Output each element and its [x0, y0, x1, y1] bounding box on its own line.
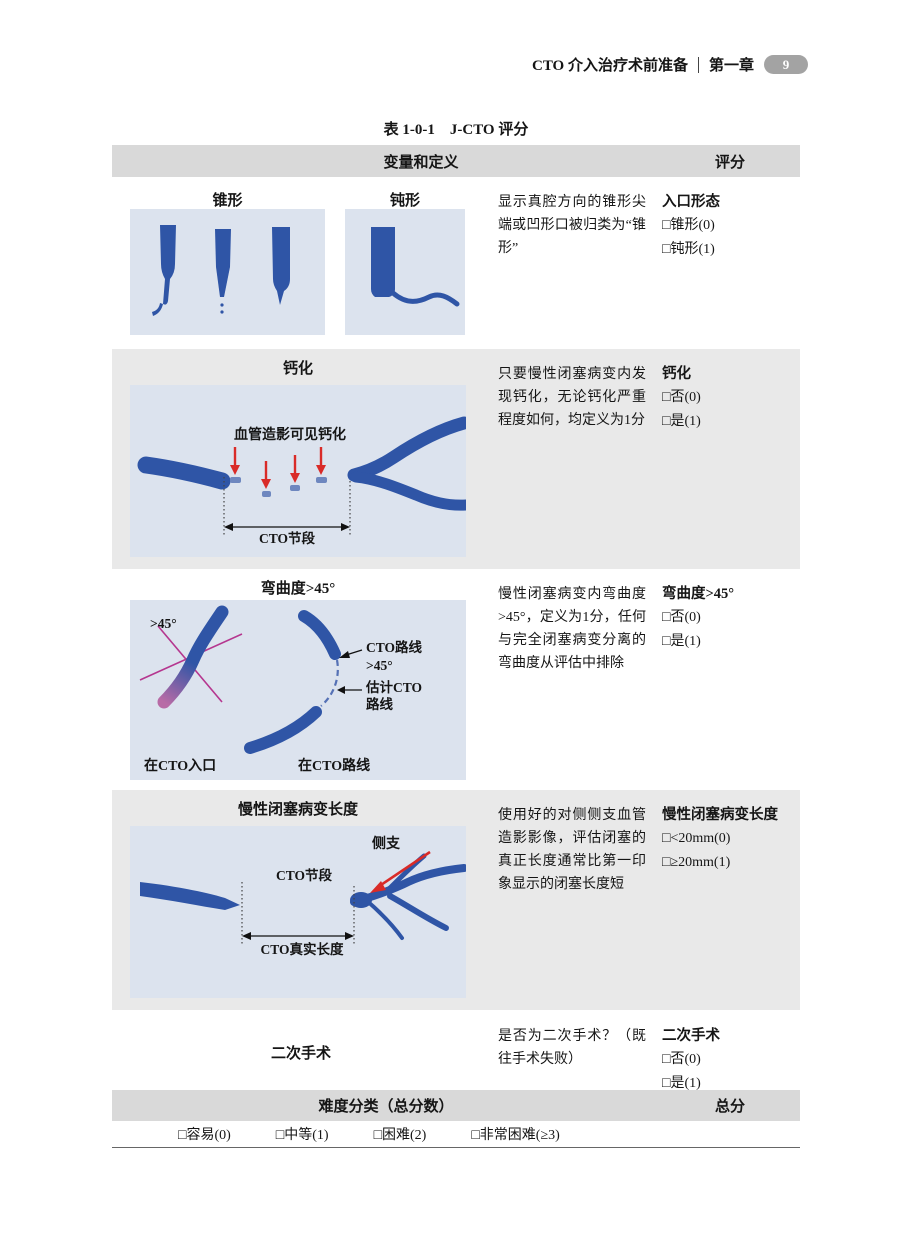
score-title: 弯曲度>45°	[662, 586, 735, 602]
page-header: CTO 介入治疗术前准备 第一章 9	[532, 54, 808, 75]
entry-score-cell: 入口形态 □锥形(0) □钝形(1)	[660, 177, 800, 349]
score-option: □是(1)	[662, 1076, 701, 1092]
bending-score-cell: 弯曲度>45° □否(0) □是(1)	[660, 569, 800, 790]
red-arrow-icons	[230, 447, 326, 489]
score-option: □否(0)	[662, 610, 701, 626]
label-bending: 弯曲度>45°	[260, 581, 336, 597]
score-option: □锥形(0)	[662, 218, 715, 234]
annotation-calcification-visible: 血管造影可见钙化	[234, 428, 346, 443]
calcium-specks	[230, 477, 327, 497]
page-number-badge: 9	[764, 55, 808, 74]
difficulty-header-row: 难度分类（总分数） 总分	[112, 1090, 800, 1121]
length-drawing	[140, 850, 466, 946]
table-header-row: 变量和定义 评分	[112, 145, 800, 177]
length-illustration: 侧支 CTO节段 CTO真实长度	[130, 826, 466, 998]
estimated-route-dashed-line	[320, 659, 339, 707]
proximal-stump	[298, 610, 341, 660]
header-divider	[697, 56, 699, 73]
score-option: □是(1)	[662, 414, 701, 430]
vessel-shapes	[152, 225, 290, 316]
calcification-description: 只要慢性闭塞病变内发现钙化，无论钙化严重程度如何，均定义为1分	[498, 367, 646, 429]
length-score-cell: 慢性闭塞病变长度 □<20mm(0) □≥20mm(1)	[660, 790, 800, 1010]
branch-junction	[350, 892, 372, 908]
distal-stump	[244, 706, 322, 754]
calcification-illustration: 血管造影可见钙化 CTO节段	[130, 385, 466, 557]
true-length-double-arrow	[242, 932, 354, 940]
segment-double-arrow	[224, 523, 350, 531]
score-option: □否(0)	[662, 390, 701, 406]
score-option: □≥20mm(1)	[662, 855, 731, 871]
segment-boundary-dotted-lines	[223, 477, 351, 537]
proximal-vessel-tapered	[140, 882, 240, 910]
annotation-angle: >45°	[150, 616, 177, 631]
score-option: □<20mm(0)	[662, 831, 731, 847]
score-option: □否(0)	[662, 1052, 701, 1068]
bending-description: 慢性闭塞病变内弯曲度>45°，定义为1分，任何与完全闭塞病变分离的弯曲度从评估中…	[498, 587, 646, 672]
calcification-score-cell: 钙化 □否(0) □是(1)	[660, 349, 800, 569]
score-option: □钝形(1)	[662, 242, 715, 258]
label-occlusion-length: 慢性闭塞病变长度	[237, 802, 358, 818]
bending-illustration-cell: 弯曲度>45°	[112, 569, 490, 790]
annotation-collateral: 侧支	[372, 837, 400, 852]
annotation-cto-segment: CTO节段	[275, 868, 332, 883]
column-header-score: 评分	[714, 154, 745, 171]
proximal-vessel	[137, 456, 231, 490]
annotation-estimated-route: 估计CTO路线	[366, 680, 423, 712]
blunt-illustration	[345, 209, 465, 335]
bending-illustration: >45° CTO路线 >45° 估计CTO路线 在CTO入口 在CTO路线	[130, 600, 466, 780]
length-illustration-cell: 慢性闭塞病变长度	[112, 790, 490, 1010]
annotation-cto-segment: CTO节段	[258, 531, 315, 546]
length-boundary-dotted-lines	[241, 882, 355, 946]
jcto-score-table: 变量和定义 评分 锥形 钝形	[112, 145, 800, 1148]
annotation-cto-route: CTO路线	[366, 640, 423, 655]
entry-description: 显示真腔方向的锥形尖端或凹形口被归类为“锥形”	[498, 195, 646, 257]
score-title: 慢性闭塞病变长度	[662, 807, 778, 823]
score-title: 钙化	[662, 366, 691, 382]
length-description: 使用好的对侧侧支血管造影影像，评估闭塞的真正长度通常比第一印象显示的闭塞长度短	[498, 808, 646, 893]
label-tapered: 锥形	[212, 193, 243, 209]
distal-branch-vessel	[347, 416, 466, 511]
bending-drawing	[139, 605, 363, 754]
tapered-illustration	[130, 209, 325, 335]
difficulty-options-row: □容易(0) □中等(1) □困难(2) □非常困难(≥3)	[112, 1121, 800, 1148]
difficulty-option: □困难(2)	[373, 1128, 427, 1143]
difficulty-title: 难度分类（总分数）	[318, 1099, 454, 1115]
caption-at-cto-entry: 在CTO入口	[144, 759, 217, 774]
difficulty-option: □容易(0)	[178, 1128, 231, 1143]
row-entry-shape: 锥形 钝形	[112, 177, 800, 349]
total-score-label: 总分	[714, 1099, 745, 1115]
chapter-title: CTO 介入治疗术前准备	[531, 58, 688, 74]
retry-score-cell: 二次手术 □否(0) □是(1)	[660, 1010, 800, 1091]
row-occlusion-length: 慢性闭塞病变长度	[112, 790, 800, 1010]
distal-vessel-line	[390, 290, 460, 307]
retry-description: 是否为二次手术？（既往手术失败）	[498, 1029, 646, 1068]
score-title: 二次手术	[662, 1028, 720, 1044]
column-header-variable: 变量和定义	[383, 154, 459, 171]
calcification-illustration-cell: 钙化	[112, 349, 490, 569]
entry-illustration-cell: 锥形 钝形	[112, 177, 490, 349]
row-calcification: 钙化	[112, 349, 800, 569]
annotation-route-angle: >45°	[366, 658, 393, 673]
label-pointer-arrows	[337, 649, 363, 694]
row-bending: 弯曲度>45°	[112, 569, 800, 790]
calcification-drawing	[137, 416, 466, 537]
label-calcification: 钙化	[282, 361, 313, 377]
bent-vessel	[157, 605, 229, 709]
label-blunt: 钝形	[389, 193, 420, 209]
difficulty-option: □非常困难(≥3)	[471, 1128, 560, 1143]
vessel-shapes	[371, 227, 395, 297]
score-option: □是(1)	[662, 634, 701, 650]
score-title: 入口形态	[662, 194, 720, 210]
row-retry: 二次手术 是否为二次手术？（既往手术失败） 二次手术 □否(0) □是(1)	[112, 1010, 800, 1091]
chapter-label: 第一章	[708, 58, 754, 74]
label-retry: 二次手术	[270, 1046, 331, 1062]
retry-label-cell: 二次手术	[112, 1010, 490, 1090]
blunt-vessel-drawing	[371, 227, 460, 307]
table-title: 表 1-0-1 J-CTO 评分	[383, 122, 529, 138]
collateral-red-arrow-icon	[370, 850, 431, 893]
difficulty-option: □中等(1)	[275, 1128, 329, 1143]
tapered-vessels-drawing	[152, 225, 290, 316]
annotation-true-length: CTO真实长度	[260, 942, 344, 957]
caption-at-cto-route: 在CTO路线	[298, 759, 371, 774]
